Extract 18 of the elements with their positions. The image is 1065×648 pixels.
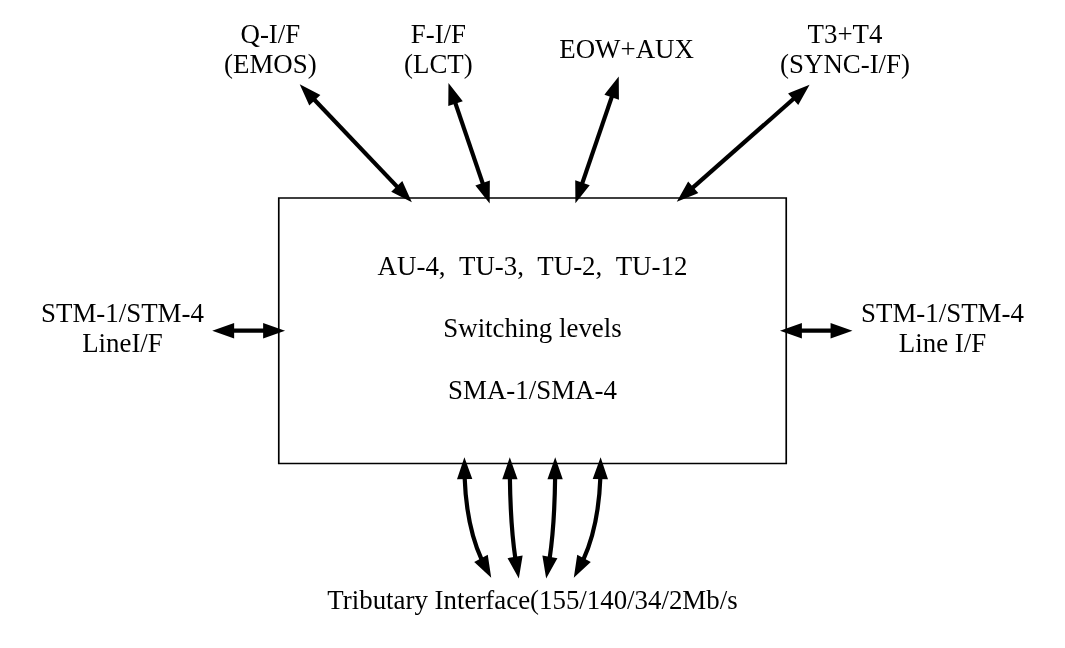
node-text: T3+T4 (SYNC-I/F) — [780, 19, 910, 80]
node-text: Tributary Interface(155/140/34/2Mb/s — [327, 585, 738, 616]
arrow — [676, 84, 810, 202]
arrow — [575, 76, 619, 204]
node-box: AU-4, TU-3, TU-2, TU-12 Switching levels SMA-1/SMA-4 — [277, 197, 788, 465]
arrow — [299, 84, 412, 203]
arrow — [573, 457, 608, 578]
arrow — [780, 323, 853, 339]
node-text: STM-1/STM-4 Line I/F — [861, 297, 1024, 359]
arrow — [212, 323, 286, 339]
arrow — [502, 457, 523, 579]
node-text: Q-I/F (EMOS) — [224, 19, 317, 80]
node-text: F-I/F (LCT) — [404, 19, 473, 80]
node-text: STM-1/STM-4 LineI/F — [41, 297, 204, 359]
arrow — [448, 82, 490, 204]
arrow — [542, 457, 563, 579]
arrow — [457, 457, 492, 578]
node-text: EOW+AUX — [559, 34, 694, 65]
